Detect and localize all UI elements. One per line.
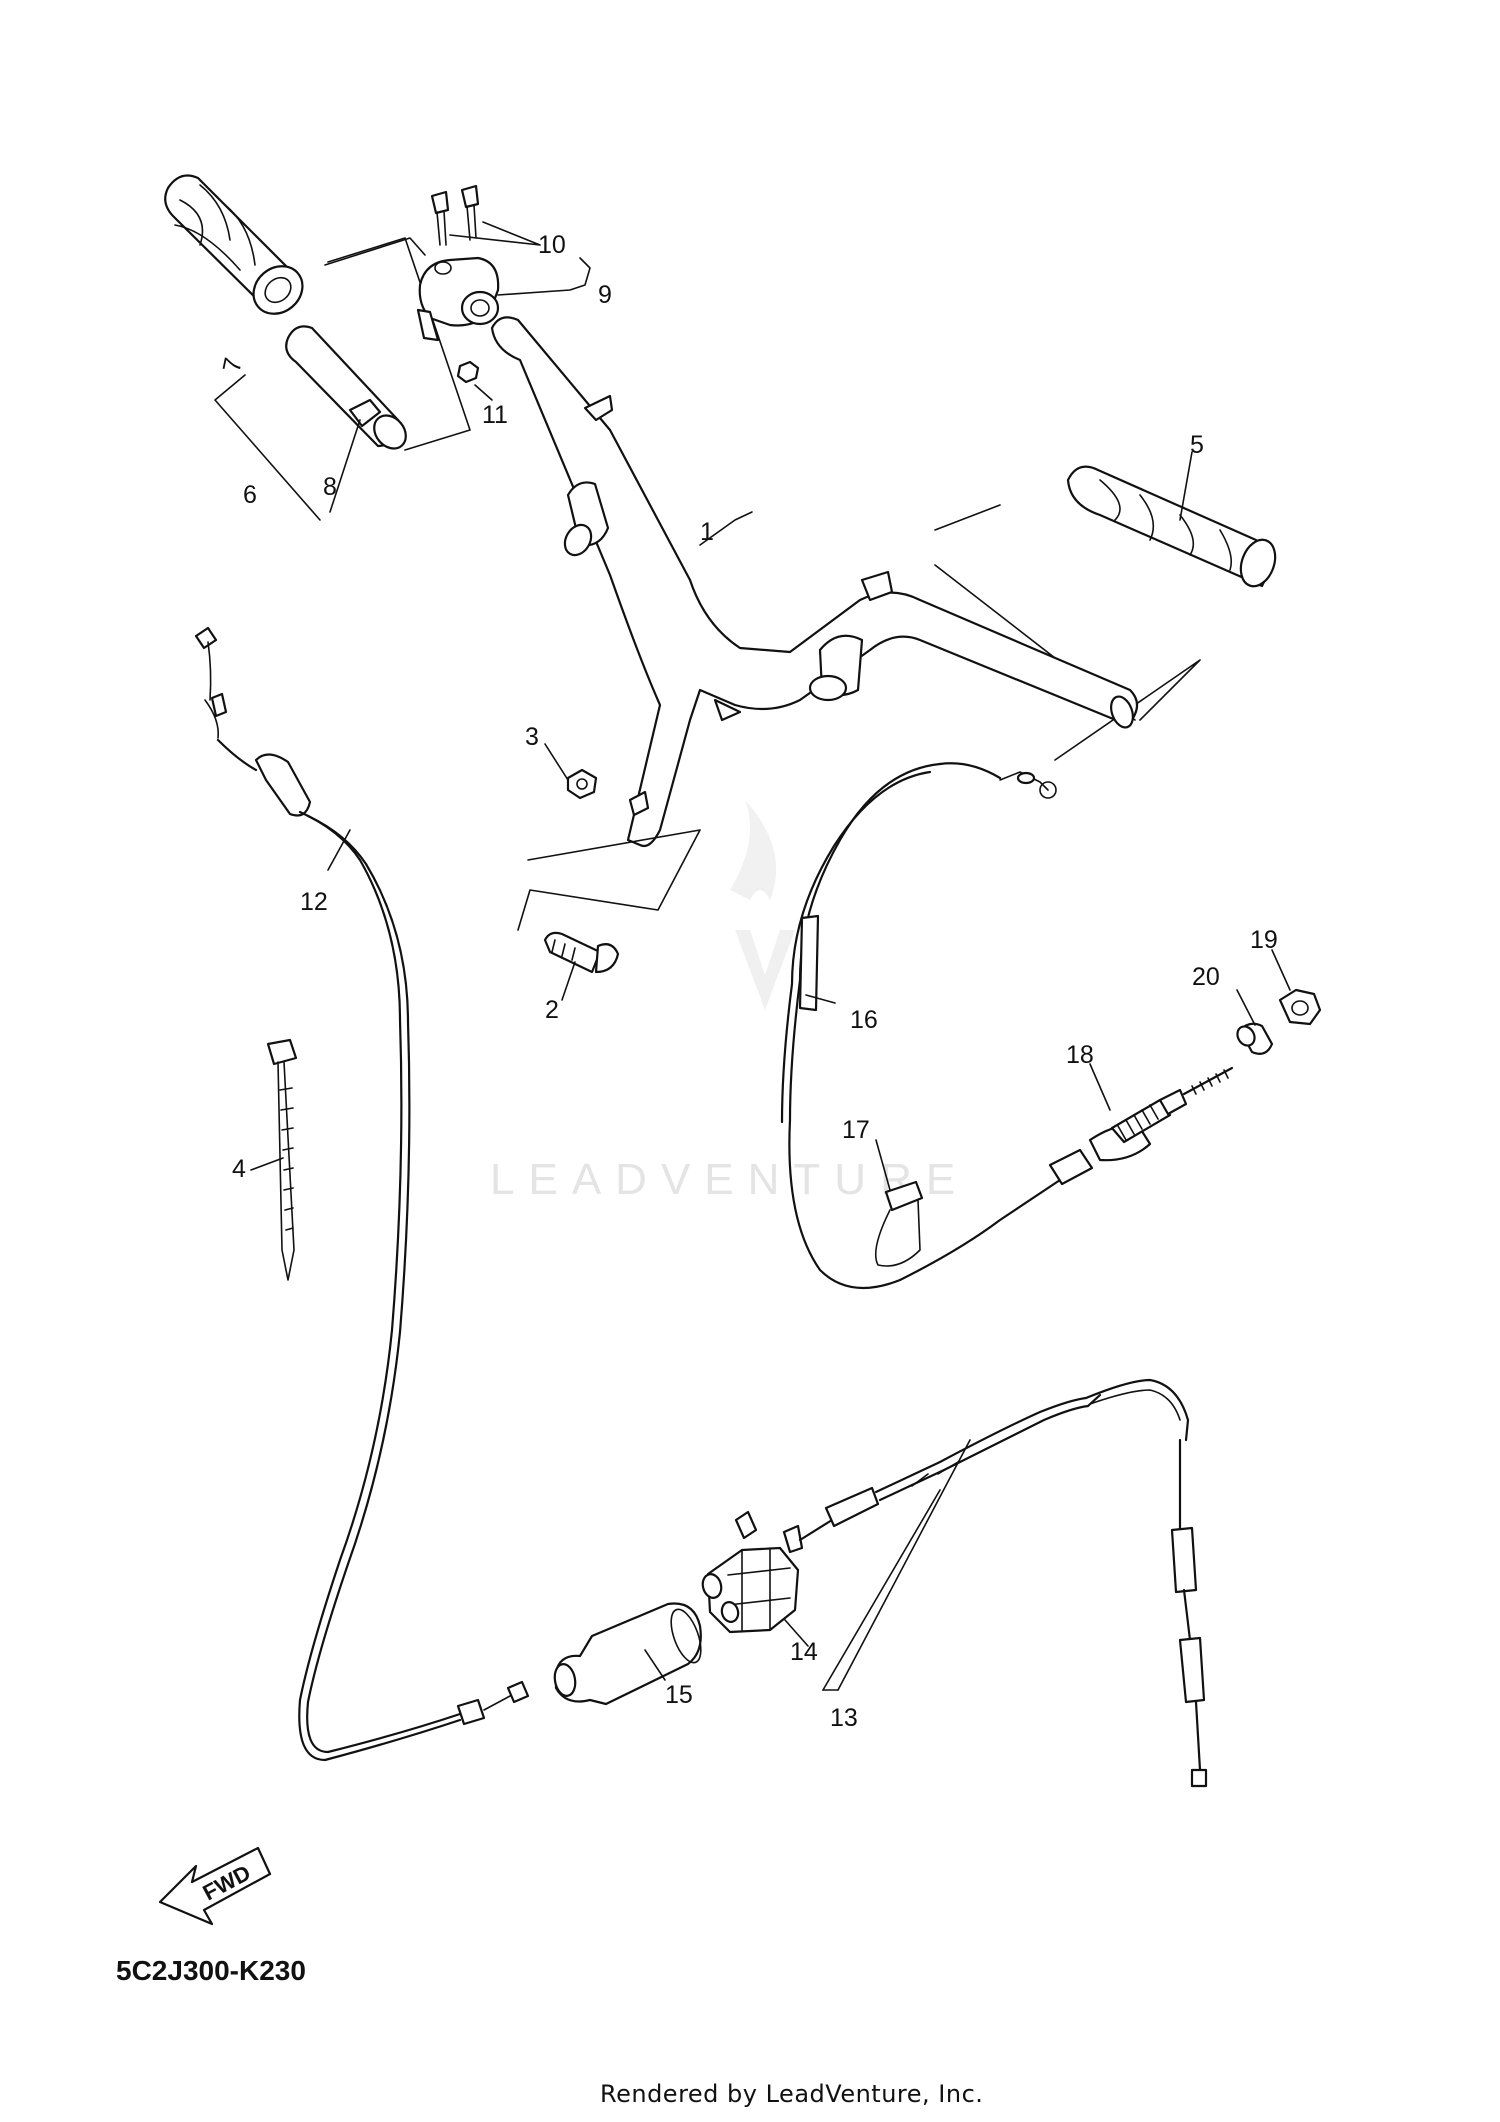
callout-17: 17 [842, 1116, 870, 1144]
callout-1: 1 [700, 518, 714, 546]
callout-2: 2 [545, 996, 559, 1024]
callout-10: 10 [538, 231, 566, 259]
forward-direction-arrow: FWD [158, 1846, 272, 1926]
throttle-sleeve[interactable] [285, 325, 412, 454]
flange-bolt[interactable] [543, 931, 620, 974]
callout-11: 11 [482, 401, 508, 429]
callout-14: 14 [790, 1638, 818, 1666]
callout-8: 8 [323, 473, 337, 501]
callout-16: 16 [850, 1006, 878, 1034]
callout-4: 4 [232, 1155, 246, 1183]
left-grip[interactable] [164, 174, 312, 324]
adjuster-rod[interactable] [1048, 1066, 1234, 1186]
watermark-logo [730, 800, 795, 1010]
clip-nut[interactable] [566, 768, 598, 800]
callout-labels: 1 2 3 4 5 6 7 8 9 10 11 12 13 14 15 16 1… [218, 231, 1278, 1732]
adjuster-nut[interactable] [1278, 988, 1322, 1026]
stem-frame [517, 829, 701, 931]
callout-5: 5 [1190, 431, 1204, 459]
right-grip[interactable] [1066, 465, 1281, 591]
callout-18: 18 [1066, 1041, 1094, 1069]
throttle-cable[interactable] [194, 626, 530, 1762]
callout-19: 19 [1250, 926, 1278, 954]
render-credit: Rendered by LeadVenture, Inc. [600, 2080, 984, 2108]
rubber-boot[interactable] [552, 1602, 706, 1706]
callout-3: 3 [525, 723, 539, 751]
leader-lines [214, 374, 1291, 1691]
cable-bracket[interactable] [874, 1180, 924, 1267]
adjuster-pin[interactable] [1234, 1022, 1274, 1055]
callout-6: 6 [243, 481, 257, 509]
callout-13: 13 [830, 1704, 858, 1732]
callout-7: 7 [218, 355, 248, 374]
diagram-code: 5C2J300-K230 [116, 1955, 306, 1986]
handlebar[interactable] [490, 316, 1139, 848]
screw-left[interactable] [430, 190, 450, 246]
callout-20: 20 [1192, 963, 1220, 991]
housing-frame [324, 237, 426, 266]
watermark-text: LEADVENTURE [490, 1155, 970, 1204]
leader-9 [497, 257, 591, 296]
callout-15: 15 [665, 1681, 693, 1709]
callout-12: 12 [300, 888, 328, 916]
grip-group-frame [327, 237, 471, 451]
leader-10 [449, 221, 541, 246]
brake-cable[interactable] [780, 762, 1062, 1290]
junction-block[interactable] [700, 1510, 804, 1634]
callout-9: 9 [598, 281, 612, 309]
small-nut[interactable] [456, 360, 480, 384]
cable-tie[interactable] [266, 1038, 298, 1281]
screw-right[interactable] [460, 184, 480, 241]
splitter-cable[interactable] [798, 1378, 1208, 1788]
throttle-housing[interactable] [416, 256, 500, 342]
